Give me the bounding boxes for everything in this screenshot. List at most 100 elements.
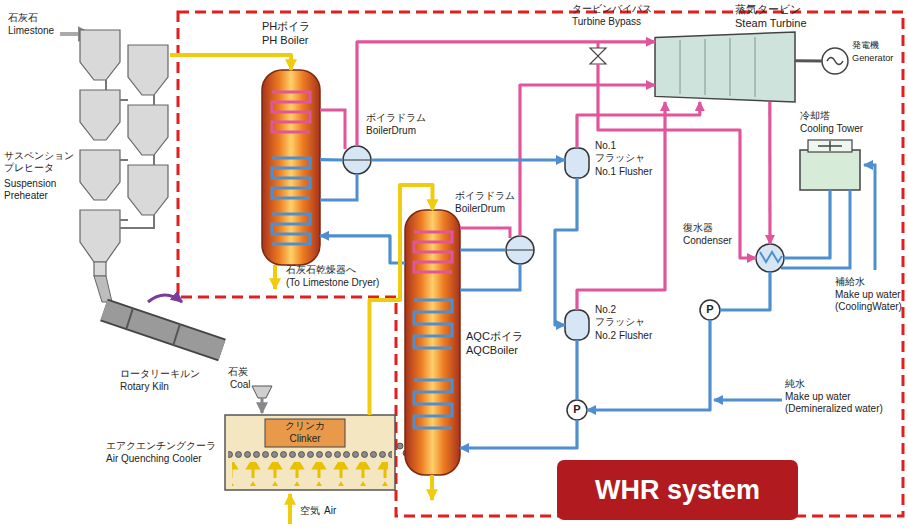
boiler-vessel-label: AQCBoiler [466, 344, 536, 357]
downcomer [460, 264, 520, 290]
clinker-cooler-label: Air Quenching Cooler [106, 453, 222, 465]
preheater-ducts [106, 80, 154, 228]
annotation-label: 空気 [300, 505, 324, 517]
clinker-box [265, 419, 345, 447]
flusher-shell [565, 148, 589, 178]
clinker-cooler: エアクエンチングクーラAir Quenching CoolerクリンカClink… [225, 415, 395, 490]
economizer-coil [272, 214, 310, 244]
tower-fan-stack [808, 140, 852, 152]
annotation-label: (To Limestone Dryer) [286, 277, 386, 289]
system-label: WHR system [557, 460, 798, 520]
pipe-connector [795, 59, 822, 62]
makeup-line [714, 399, 782, 402]
annotation-label: 石灰石 [8, 12, 68, 24]
preheater-tower: サスペンション プレヒータSuspension Preheater [75, 25, 170, 275]
pipe-connector [370, 185, 433, 415]
superheater-coil [272, 92, 310, 132]
annotation-label: Make up water (CoolingWater) [835, 289, 905, 312]
generator-symbol [822, 48, 848, 74]
turbine-blades [680, 37, 755, 97]
rotary-kiln [104, 310, 222, 350]
annotation-label: Limestone [8, 25, 68, 37]
cooling-tower-label: 冷却塔 [800, 110, 870, 122]
tower-body [800, 150, 860, 190]
boiler-drum-label: ボイラドラム [455, 190, 517, 202]
riser [460, 228, 510, 238]
gas-exit [430, 475, 434, 500]
condenser-label: 復水器 [683, 222, 735, 234]
annotation-label: Coal [230, 379, 270, 391]
rotary-kiln [104, 310, 222, 350]
pipe-connector [784, 190, 830, 258]
boiler-drum: ボイラドラムBoilerDrum [506, 236, 534, 264]
air-arrows [232, 462, 388, 486]
coal-hopper [252, 386, 272, 398]
drum-level [506, 250, 534, 251]
condenser-shell [756, 244, 784, 272]
pipe-connector [768, 102, 771, 244]
pipe-connector [371, 158, 565, 161]
clinker-cooler-label: エアクエンチングクーラ [106, 440, 222, 452]
clinker-box-label: クリンカ [265, 420, 345, 432]
annotation-label: 補給水 [835, 276, 905, 288]
boiler-vessel: PHボイラPH Boiler [262, 70, 320, 265]
cooler-body [225, 415, 395, 490]
boiler-drum-label: ボイラドラム [366, 112, 436, 124]
boiler-drum-label: BoilerDrum [366, 125, 436, 137]
flusher-vessel-label: No.1 フラッシャ [595, 140, 657, 163]
steam-turbine: 蒸気タービンSteam Turbine [655, 32, 795, 102]
pipe-connector [460, 248, 506, 251]
cooling-return [781, 190, 850, 268]
boiler-vessel: AQCボイラAQCBoiler [405, 210, 460, 475]
clinker-box-label: Clinker [265, 433, 345, 445]
pipe-connector [555, 178, 577, 325]
region-outline [178, 12, 903, 516]
coal-arrow [261, 398, 264, 413]
generator-label: 発電機 [852, 40, 906, 51]
bypass-valve-label: Turbine Bypass [572, 16, 656, 28]
annotation-label: Air [324, 505, 354, 517]
system-title: WHR system [595, 474, 760, 506]
generator: 発電機Generator [822, 48, 848, 74]
steam-turbine-label: Steam Turbine [735, 17, 825, 30]
evaporator-coil [272, 158, 310, 198]
valve-symbol [590, 48, 606, 64]
boiler-drum-label: BoilerDrum [455, 203, 517, 215]
rotary-kiln: ロータリーキルンRotary Kiln [95, 300, 225, 355]
turbine-casing [655, 32, 795, 102]
evaporator-coil [414, 300, 452, 348]
bypass-valve: タービンバイパスTurbine Bypass [590, 48, 606, 64]
cooling-tower-label: Cooling Tower [800, 123, 870, 135]
generator-label: Generator [852, 53, 906, 64]
economizer-coil [414, 380, 452, 428]
rotary-kiln-label: ロータリーキルン [120, 368, 210, 380]
gas-exit [273, 265, 277, 289]
pipe-connector [587, 320, 710, 410]
preheater-cyclones [80, 30, 168, 276]
pipe-connector [320, 158, 343, 162]
drum-shell [506, 236, 534, 264]
pipe-connector [170, 55, 291, 70]
preheater-tower-label: Suspension Preheater [4, 178, 78, 201]
flusher-vessel: No.2 フラッシャNo.2 Flusher [565, 310, 589, 340]
pump-symbol [567, 400, 587, 420]
pump-label: P [567, 403, 587, 416]
bypass-valve-label: タービンバイパス [572, 3, 656, 15]
flusher-vessel-label: No.1 Flusher [595, 166, 657, 178]
pump-label: P [700, 303, 720, 316]
pipe-connector [575, 340, 578, 400]
kiln-inlet [94, 276, 112, 302]
condenser-coil [760, 252, 782, 262]
preheater-tower-label: サスペンション プレヒータ [4, 150, 78, 173]
flusher-shell [565, 310, 589, 340]
air-inlet [288, 494, 292, 524]
condenser: 復水器Condenser [756, 244, 784, 272]
fan-symbol [818, 141, 842, 151]
annotation-label: 石炭 [228, 366, 268, 378]
sine-symbol [827, 58, 843, 65]
riser [320, 110, 345, 149]
clinker-grate [228, 450, 392, 459]
pipe-connector [720, 272, 770, 310]
drum-shell [343, 146, 371, 174]
